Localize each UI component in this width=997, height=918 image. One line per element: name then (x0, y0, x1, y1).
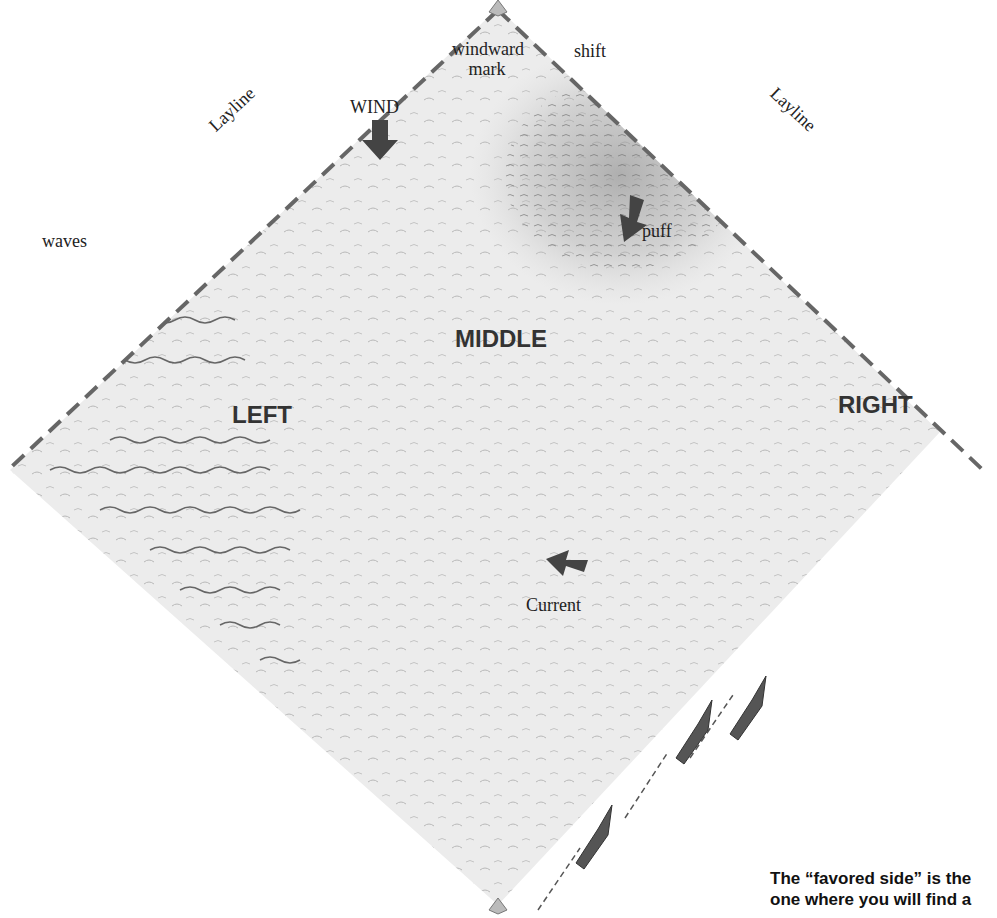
direction-arrow (362, 120, 647, 576)
area-label: waves (42, 232, 87, 252)
caption-note: The “favored side” is the one where you … (770, 868, 990, 911)
current-label: Current (526, 596, 581, 616)
area-label: puff (642, 222, 672, 242)
region-label: LEFT (232, 402, 292, 428)
area-label: shift (574, 42, 606, 62)
layline-label: Layline (206, 84, 260, 136)
sailboat (538, 676, 766, 910)
layline-label: Layline (766, 84, 820, 136)
puff-area (470, 45, 770, 305)
mark-label: windward mark (452, 40, 522, 80)
wind-label: WIND (350, 98, 399, 118)
region-label: RIGHT (838, 392, 913, 418)
layline (6, 10, 985, 472)
region-label: MIDDLE (455, 326, 547, 352)
mark-buoy (489, 0, 507, 914)
